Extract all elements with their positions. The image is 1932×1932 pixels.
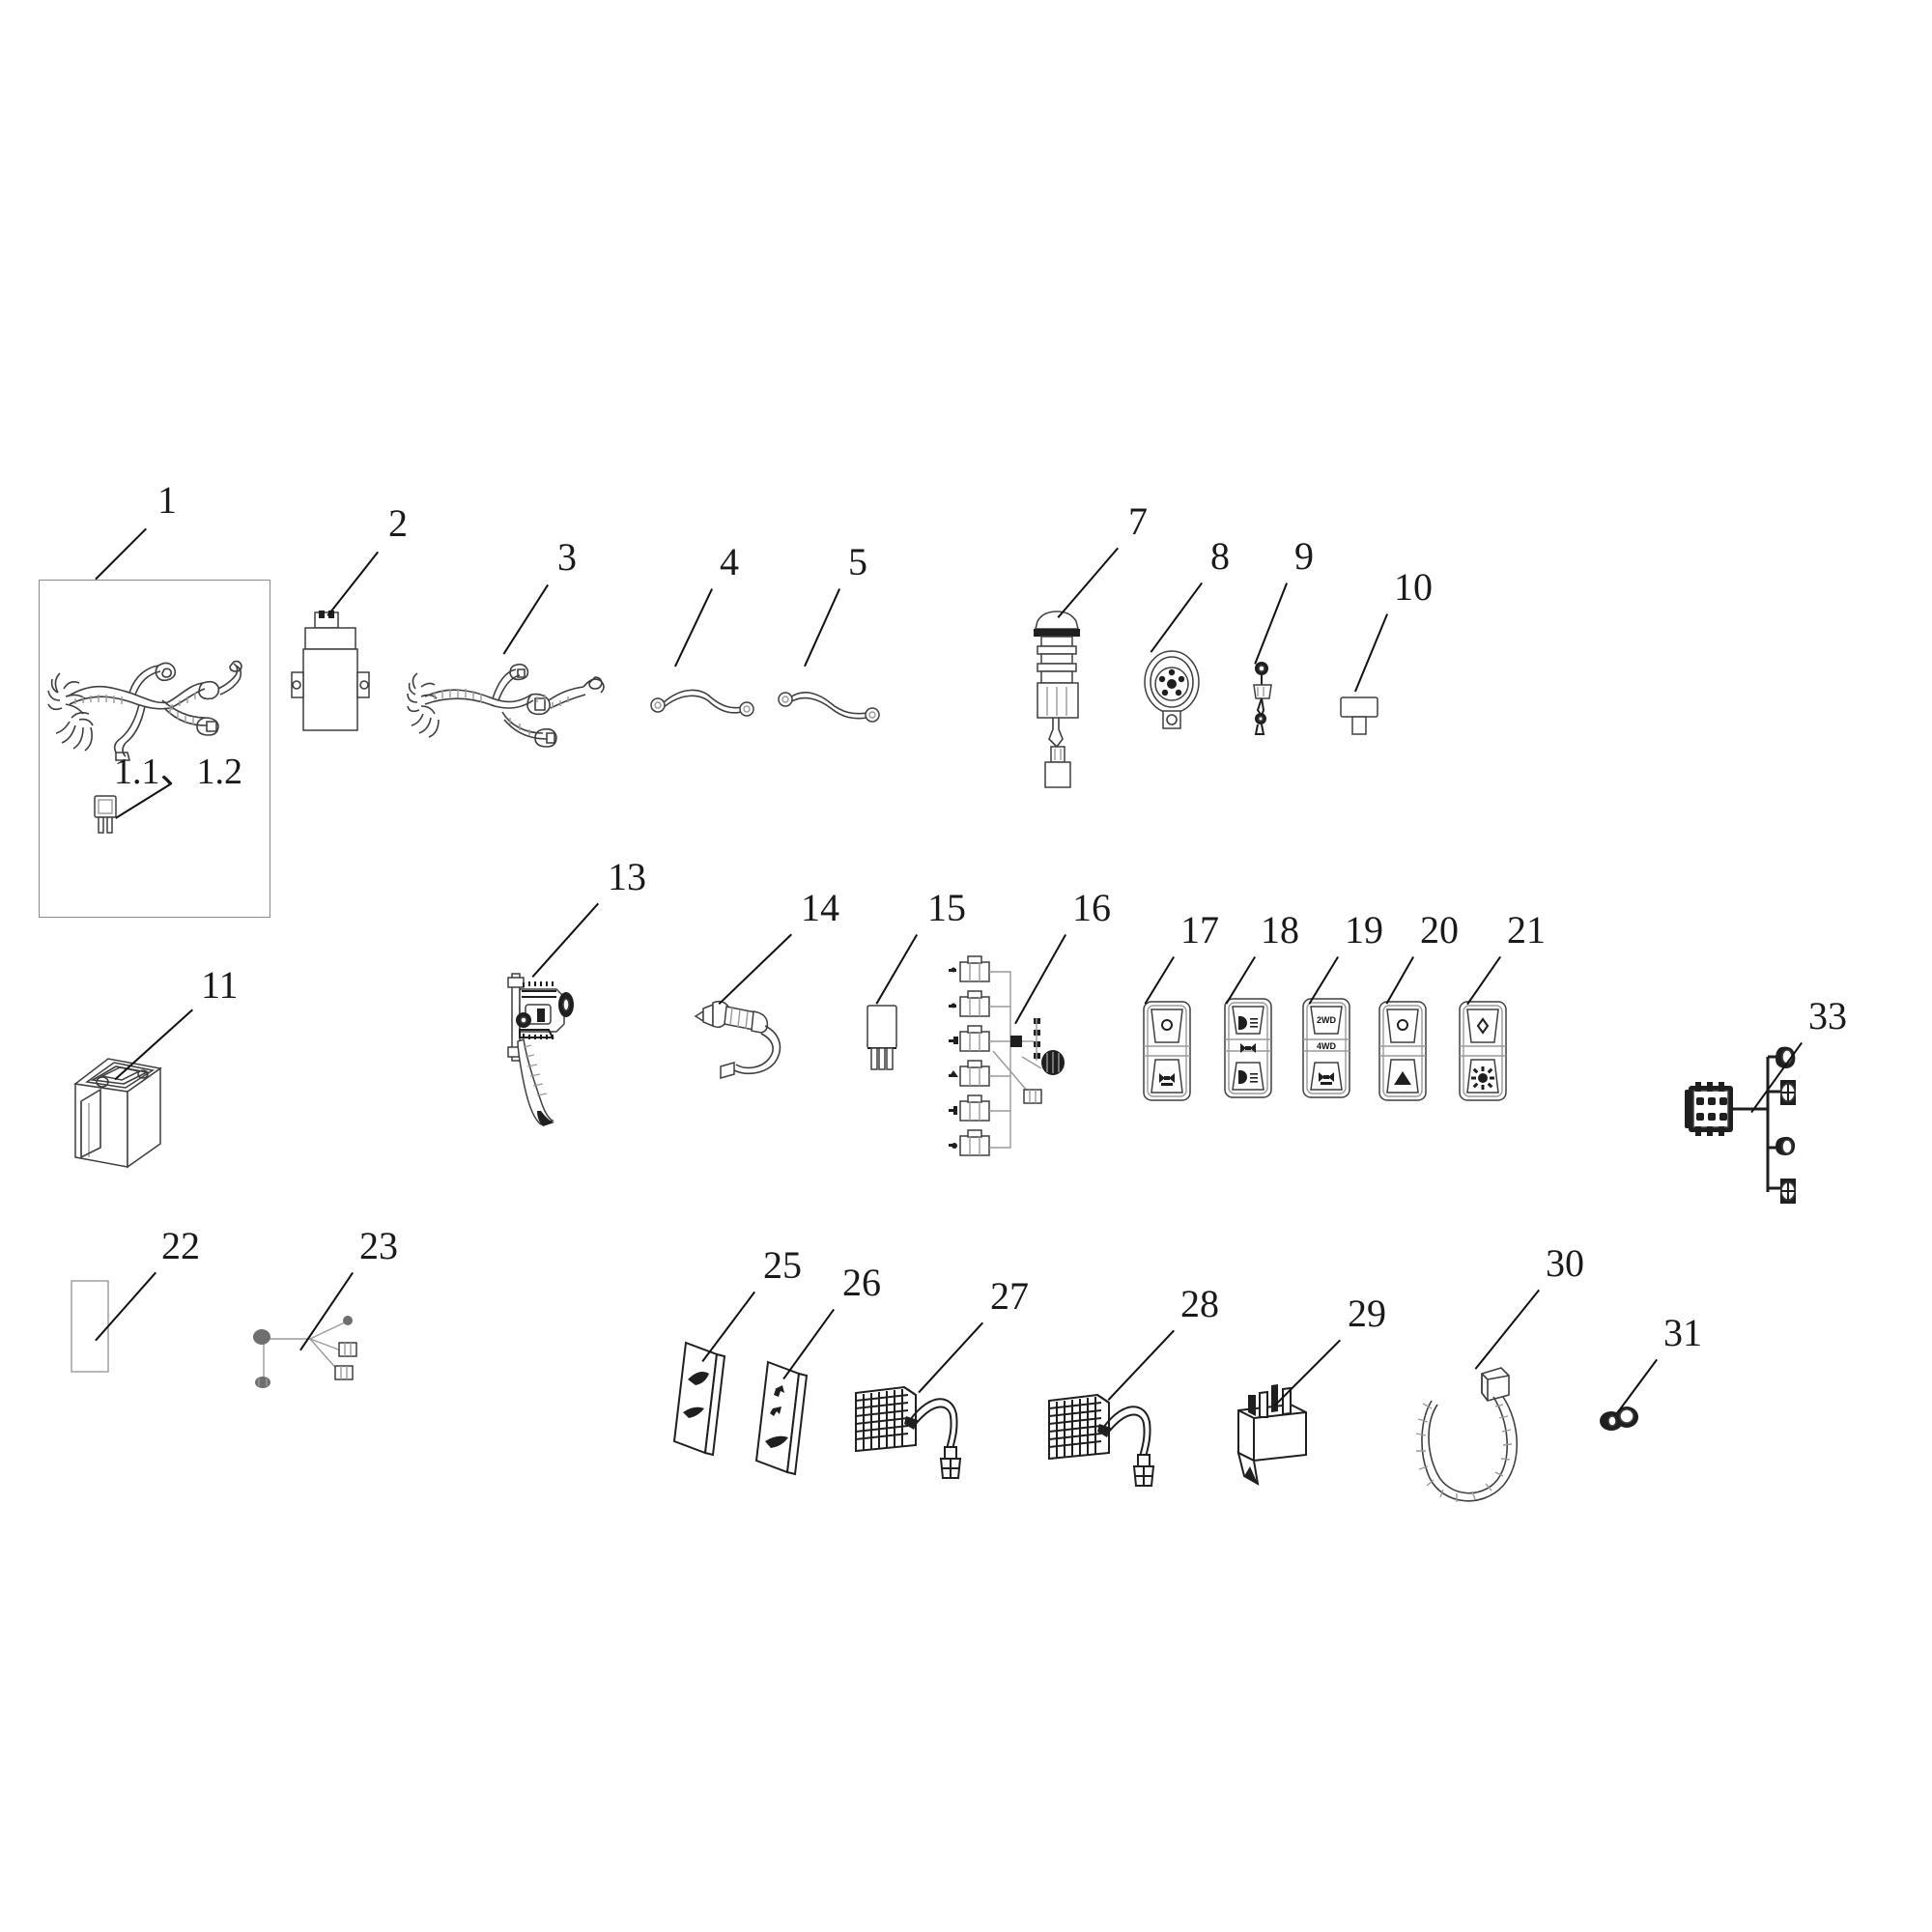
ignition-lock-cylinder-drawing bbox=[1144, 650, 1200, 729]
main-wiring-harness-drawing bbox=[47, 660, 242, 761]
brake-lever-drawing bbox=[507, 973, 574, 1126]
accessory-wire-sub-harness-drawing bbox=[253, 1316, 357, 1388]
leader-line-14 bbox=[718, 933, 792, 1005]
switch-19-mid-text: 4WD bbox=[1317, 1041, 1337, 1051]
winch-icon-mid bbox=[1240, 1043, 1256, 1053]
switch-19-top-text: 2WD bbox=[1317, 1015, 1337, 1025]
winch-icon bbox=[1319, 1072, 1334, 1085]
triangle-up-icon bbox=[1394, 1071, 1411, 1085]
callout-number-22: 22 bbox=[161, 1224, 200, 1267]
callout-number-2: 2 bbox=[388, 501, 408, 545]
callout-number-15: 15 bbox=[927, 886, 966, 929]
rocker-switch-20[interactable] bbox=[1376, 998, 1430, 1104]
headlight-low-beam-icon bbox=[1238, 1016, 1258, 1030]
callout-number-14: 14 bbox=[801, 886, 839, 929]
cover-plate-drawing bbox=[71, 1280, 109, 1373]
callout-number-11: 11 bbox=[201, 963, 239, 1007]
leader-line-1 bbox=[95, 527, 147, 580]
flasher-relay-drawing bbox=[867, 1005, 897, 1070]
sub-label-s1: 1.1、1.2 bbox=[114, 752, 243, 792]
secondary-wiring-harness-drawing bbox=[407, 663, 605, 748]
push-button-switch-drawing bbox=[1340, 696, 1378, 735]
callout-number-1: 1 bbox=[157, 478, 177, 522]
window-switch-panel-dual-drawing bbox=[754, 1360, 809, 1476]
callout-number-13: 13 bbox=[608, 855, 646, 898]
ground-wire-short-drawing bbox=[650, 689, 754, 717]
rubber-grommet-drawing bbox=[1600, 1406, 1638, 1431]
callout-number-4: 4 bbox=[720, 540, 739, 583]
cable-tie-drawing bbox=[1415, 1367, 1518, 1502]
callout-number-5: 5 bbox=[848, 540, 867, 583]
leader-line-9 bbox=[1253, 582, 1288, 665]
speaker-left-drawing bbox=[855, 1385, 962, 1479]
rocker-switch-19[interactable]: 2WD 4WD bbox=[1299, 995, 1353, 1101]
callout-number-16: 16 bbox=[1072, 886, 1111, 929]
callout-number-30: 30 bbox=[1546, 1241, 1584, 1285]
fuse-box-assembly-drawing bbox=[949, 955, 1065, 1156]
callout-number-9: 9 bbox=[1294, 534, 1314, 578]
speaker-right-drawing bbox=[1048, 1393, 1155, 1487]
harness-assembly-group-box bbox=[39, 580, 270, 918]
leader-line-15 bbox=[875, 933, 918, 1005]
rocker-switch-17[interactable] bbox=[1140, 998, 1194, 1104]
sun-worklight-icon bbox=[1471, 1066, 1494, 1090]
leader-line-8 bbox=[1150, 582, 1203, 653]
callout-number-26: 26 bbox=[842, 1261, 881, 1304]
battery-cable-drawing bbox=[778, 692, 880, 723]
rocker-switch-18[interactable] bbox=[1221, 995, 1275, 1101]
spark-plug-cap-drawing bbox=[694, 1000, 781, 1079]
callout-number-21: 21 bbox=[1507, 908, 1546, 952]
callout-number-10: 10 bbox=[1394, 565, 1433, 609]
callout-number-17: 17 bbox=[1180, 908, 1219, 952]
battery-drawing bbox=[73, 1058, 162, 1169]
fuse-icon-drawing bbox=[94, 795, 117, 834]
callout-number-31: 31 bbox=[1663, 1311, 1702, 1354]
winch-icon bbox=[1159, 1073, 1175, 1086]
connector-pigtail-harness-drawing bbox=[1685, 1046, 1796, 1204]
callout-number-27: 27 bbox=[990, 1274, 1029, 1318]
leader-line-4 bbox=[674, 588, 713, 667]
callout-number-25: 25 bbox=[763, 1243, 802, 1287]
callout-number-20: 20 bbox=[1420, 908, 1459, 952]
callout-number-18: 18 bbox=[1261, 908, 1299, 952]
rocker-switch-21[interactable] bbox=[1456, 998, 1510, 1104]
ignition-switch-drawing bbox=[1034, 611, 1080, 788]
callout-number-7: 7 bbox=[1128, 499, 1148, 543]
callout-number-33: 33 bbox=[1808, 994, 1847, 1037]
leader-line-10 bbox=[1353, 613, 1388, 692]
callout-number-8: 8 bbox=[1210, 534, 1230, 578]
callout-number-28: 28 bbox=[1180, 1282, 1219, 1325]
relay-drawing bbox=[1236, 1384, 1307, 1486]
callout-number-23: 23 bbox=[359, 1224, 398, 1267]
callout-number-19: 19 bbox=[1345, 908, 1383, 952]
leader-line-5 bbox=[804, 588, 840, 667]
window-switch-panel-single-drawing bbox=[672, 1341, 726, 1457]
leader-line-2 bbox=[327, 551, 379, 616]
cdi-module-drawing bbox=[291, 611, 370, 731]
callout-number-29: 29 bbox=[1348, 1292, 1386, 1335]
temperature-sensor-drawing bbox=[1253, 662, 1272, 735]
headlight-high-beam-icon bbox=[1238, 1070, 1258, 1084]
callout-number-3: 3 bbox=[557, 535, 577, 579]
